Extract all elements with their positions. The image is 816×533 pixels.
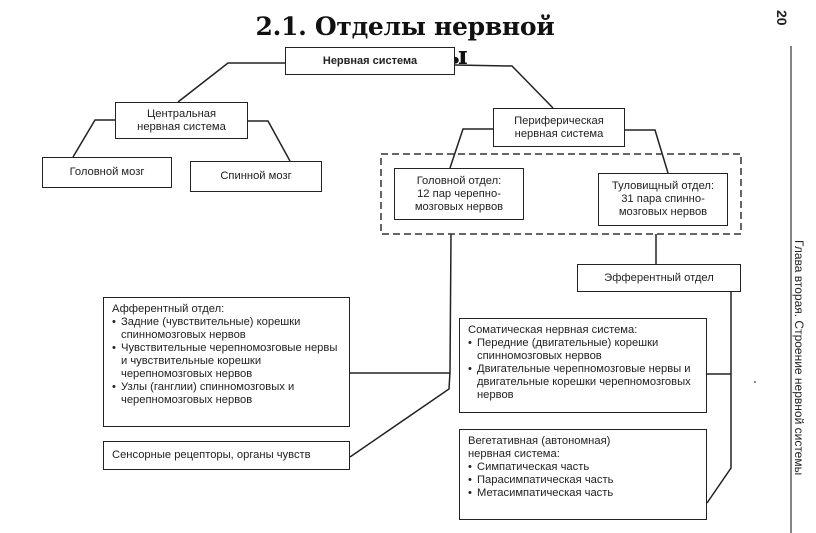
node-brain: Головной мозг	[42, 157, 172, 188]
list-item: Симпатическая часть	[468, 461, 698, 474]
list-item: Двигательные черепномозговые нервы и дви…	[468, 363, 698, 402]
list-item: Узлы (ганглии) спинномозговых и черепном…	[112, 381, 341, 407]
node-trunk-division: Туловищный отдел: 31 пара спинно- мозгов…	[598, 173, 728, 226]
connector-root-pns	[454, 64, 554, 109]
peripheral-group-dashed-frame	[380, 153, 742, 235]
list-item: Парасимпатическая часть	[468, 474, 698, 487]
list-item: Передние (двигательные) корешки спинномо…	[468, 337, 698, 363]
node-efferent-division: Эфферентный отдел	[577, 264, 741, 292]
connector-cns-brain	[72, 119, 115, 158]
node-label-line2: 12 пар черепно-	[417, 187, 501, 200]
autonomic-list: Симпатическая часть Парасимпатическая ча…	[468, 461, 698, 500]
node-peripheral-nervous-system: Периферическая нервная система	[493, 108, 625, 147]
list-item: Чувствительные черепномозговые нервы и ч…	[112, 342, 341, 381]
node-label-line3: мозговых нервов	[618, 206, 708, 218]
node-afferent-division: Афферентный отдел: Задние (чувствительны…	[103, 297, 350, 427]
somatic-list: Передние (двигательные) корешки спинномо…	[468, 337, 698, 402]
speck	[754, 381, 756, 383]
node-label-line1: Периферическая	[514, 114, 604, 127]
node-label-line1: Центральная	[146, 107, 217, 120]
node-label: Эфферентный отдел	[604, 271, 714, 284]
node-spinal-cord: Спинной мозг	[190, 161, 322, 192]
node-label: Нервная система	[322, 54, 418, 67]
node-label-line2: нервная система	[137, 120, 226, 133]
node-heading: Соматическая нервная система:	[468, 324, 638, 336]
node-label-line2: нервная система	[514, 127, 604, 140]
node-label: Головной мозг	[69, 166, 145, 178]
node-autonomic-nervous-system: Вегетативная (автономная) нервная систем…	[459, 429, 707, 520]
connector-root-cns	[177, 62, 285, 103]
node-heading-line1: Вегетативная (автономная)	[468, 435, 611, 447]
node-nervous-system: Нервная система	[285, 47, 455, 75]
node-somatic-nervous-system: Соматическая нервная система: Передние (…	[459, 318, 707, 413]
list-item: Метасимпатическая часть	[468, 487, 698, 500]
node-label-line1: Туловищный отдел:	[611, 180, 715, 192]
connector-pns-trunk	[625, 129, 669, 174]
afferent-list: Задние (чувствительные) корешки спинномо…	[112, 316, 341, 407]
list-item: Задние (чувствительные) корешки спинномо…	[112, 316, 341, 342]
page-title: 2.1. Отделы нервной системы	[255, 12, 555, 70]
node-central-nervous-system: Центральная нервная система	[115, 102, 248, 139]
node-label-line1: Головной отдел:	[416, 174, 502, 187]
connector-pns-cranial	[449, 128, 493, 169]
node-heading-line2: нервная система:	[468, 448, 560, 460]
connector-group-afferent	[349, 233, 452, 458]
node-sensory-receptors: Сенсорные рецепторы, органы чувств	[103, 441, 350, 470]
connector-cns-spinal	[248, 120, 291, 162]
running-head: Глава вторая. Строение нервной системы	[792, 240, 806, 476]
node-label: Сенсорные рецепторы, органы чувств	[112, 449, 311, 461]
node-heading: Афферентный отдел:	[112, 303, 225, 315]
page-number: 20	[774, 10, 790, 26]
node-cranial-division: Головной отдел: 12 пар черепно- мозговых…	[394, 168, 524, 220]
node-label-line3: мозговых нервов	[414, 200, 504, 213]
connector-efferent-down	[706, 292, 732, 504]
node-label: Спинной мозг	[220, 170, 292, 182]
node-label-line2: 31 пара спинно-	[621, 193, 705, 205]
